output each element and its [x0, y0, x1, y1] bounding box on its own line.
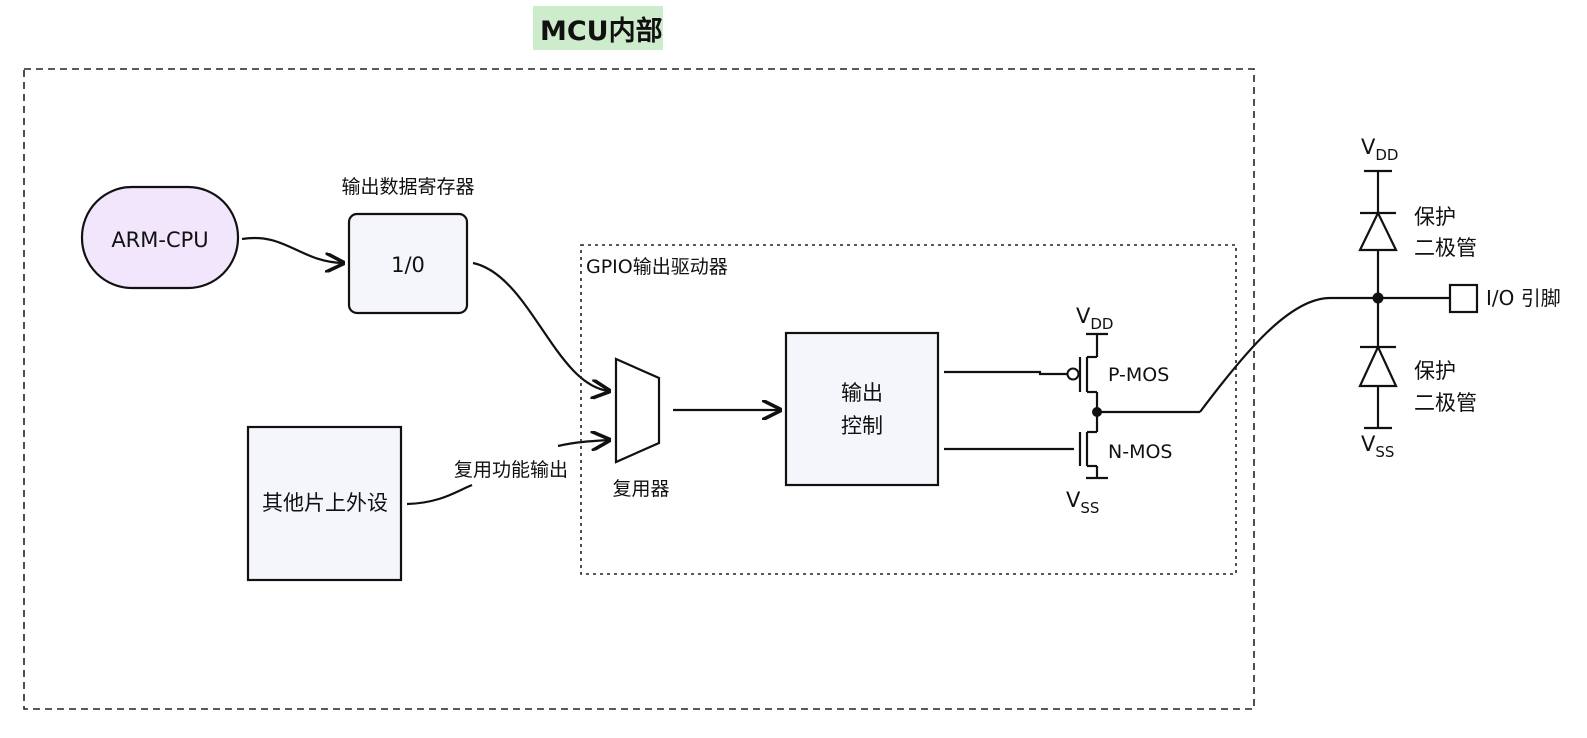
- register-label: 1/0: [391, 253, 425, 277]
- mux-label: 复用器: [612, 478, 669, 500]
- cpu-to-register-arrow: [241, 236, 343, 263]
- driver-vdd-subscript: DD: [1090, 315, 1113, 333]
- alt-function-label: 复用功能输出: [454, 459, 568, 481]
- top-diode-label-line1: 保护: [1414, 205, 1456, 229]
- nmos-transistor: [1078, 430, 1097, 468]
- pin-vdd-subscript: DD: [1375, 146, 1398, 164]
- driver-vss-label: VSS: [1066, 488, 1099, 517]
- gpio-driver-boundary: [580, 244, 1237, 575]
- gpio-driver-title: GPIO输出驱动器: [586, 256, 728, 278]
- io-pin-icon: [1448, 283, 1479, 314]
- driver-vdd-label: VDD: [1076, 304, 1113, 333]
- diagram-title: MCU内部: [540, 15, 663, 47]
- register-caption: 输出数据寄存器: [341, 176, 474, 198]
- register-to-mux-arrow: [472, 261, 609, 391]
- cpu-label: ARM-CPU: [111, 228, 208, 252]
- io-pin-label: I/O 引脚: [1486, 286, 1561, 310]
- pin-vdd-symbol: V: [1361, 135, 1376, 159]
- pmos-transistor: [1066, 355, 1097, 394]
- output-data-register: [347, 212, 469, 315]
- output-control-line1: 输出: [841, 381, 883, 405]
- bottom-diode-label-line1: 保护: [1414, 359, 1456, 383]
- top-diode-label-line2: 二极管: [1414, 236, 1477, 260]
- output-to-pin-wire: [1199, 296, 1331, 413]
- cpu-node: [80, 185, 240, 290]
- driver-vss-symbol: V: [1066, 488, 1081, 512]
- pin-vdd-label: VDD: [1361, 135, 1398, 164]
- mux-shape: [614, 357, 661, 464]
- pmos-label: P-MOS: [1108, 364, 1169, 386]
- other-peripheral-box: [246, 425, 403, 582]
- bottom-diode-label-line2: 二极管: [1414, 391, 1477, 415]
- peripheral-to-mux-arrow: [557, 440, 609, 446]
- output-control-box: [784, 331, 940, 487]
- driver-vdd-symbol: V: [1076, 304, 1091, 328]
- peripheral-label: 其他片上外设: [262, 491, 388, 515]
- pin-vss-label: VSS: [1361, 432, 1394, 461]
- pmos-bubble: [1066, 367, 1080, 381]
- nmos-label: N-MOS: [1108, 441, 1172, 463]
- bottom-diode-icon: [1358, 344, 1398, 388]
- pin-junction: [1372, 292, 1384, 304]
- driver-vss-subscript: SS: [1080, 499, 1099, 517]
- pin-vss-subscript: SS: [1375, 443, 1394, 461]
- pmos-gate-wire: [944, 370, 1067, 376]
- pin-vss-symbol: V: [1361, 432, 1376, 456]
- title-highlight: [533, 6, 663, 50]
- peripheral-wire-lower: [406, 483, 473, 506]
- output-control-line2: 控制: [841, 414, 883, 438]
- mcu-boundary: [23, 68, 1255, 710]
- top-diode-icon: [1358, 210, 1398, 252]
